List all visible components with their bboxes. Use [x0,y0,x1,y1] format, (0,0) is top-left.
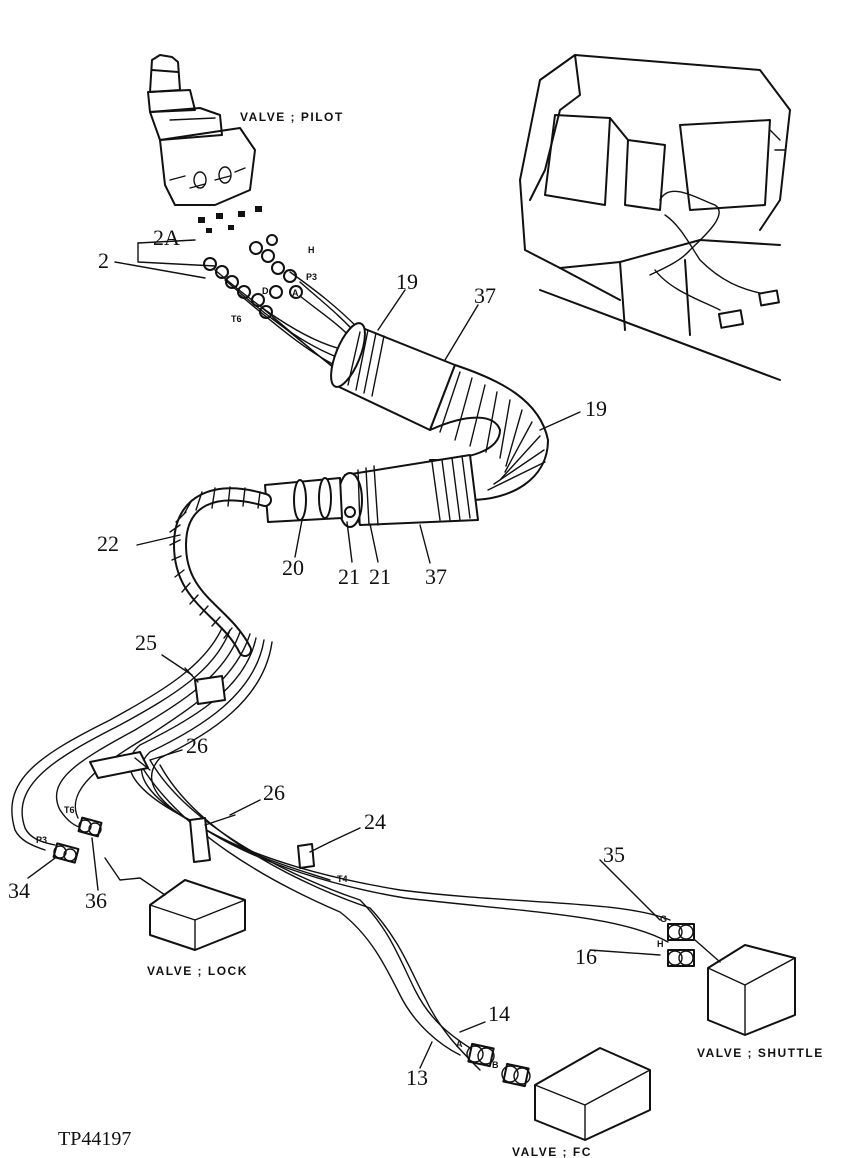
clamp-26-upper [89,751,151,779]
valve-shuttle-block [694,939,796,1036]
port-label-p3-top: P3 [306,272,317,282]
callout-21-b: 21 [369,564,391,589]
callout-21-a: 21 [338,564,360,589]
callout-26-b: 26 [263,780,285,805]
fitting-34 [52,842,80,864]
callout-35: 35 [603,842,625,867]
callout-25: 25 [135,630,157,655]
port-label-a-bottom: A [456,1039,463,1049]
port-label-h-top: H [308,245,315,255]
clamp-assembly-20 [264,477,356,523]
callout-37-top: 37 [474,283,496,308]
callout-37-bottom: 37 [425,564,447,589]
port-label-d-top: D [262,286,269,296]
clamp-26-lower [189,814,236,863]
leader-lines [27,239,661,1069]
figure-code: TP44197 [58,1128,131,1150]
port-label-h-bottom: H [657,939,664,949]
callout-22: 22 [97,531,119,556]
lower-hose-bundle [11,627,671,1071]
fittings-shuttle-g-h [667,923,695,967]
callout-20: 20 [282,555,304,580]
pilot-valve-illustration [147,54,262,233]
callout-2: 2 [98,248,109,273]
clamp-25 [184,667,226,705]
port-label-t6-bottom: T6 [64,805,75,815]
port-label-t4: T4 [337,874,348,884]
callout-19-top: 19 [396,269,418,294]
callout-2a: 2A [153,225,180,250]
port-label-a-top: A [292,288,299,298]
fittings-fc-a-b [466,1042,531,1088]
callout-24: 24 [364,809,386,834]
callout-16: 16 [575,944,597,969]
callout-19-right: 19 [585,396,607,421]
port-label-g: G [660,914,667,924]
port-label-b-bottom: B [492,1060,499,1070]
callout-36: 36 [85,888,107,913]
callout-13: 13 [406,1065,428,1090]
valve-shuttle-label: VALVE ; SHUTTLE [697,1046,824,1060]
callout-26-a: 26 [186,733,208,758]
valve-fc-block [534,1047,651,1141]
callout-34: 34 [8,878,30,903]
port-label-p3-bottom: P3 [36,835,47,845]
excavator-cab-illustration [519,54,791,381]
clamp-24 [297,841,331,869]
valve-pilot-label: VALVE ; PILOT [240,110,344,124]
port-label-t6-top: T6 [231,314,242,324]
spiral-wrapped-hose-22 [169,486,272,657]
fitting-36 [77,816,103,838]
valve-fc-label: VALVE ; FC [512,1145,592,1158]
callout-14: 14 [488,1001,510,1026]
lower-protective-sleeve [337,454,479,528]
valve-lock-label: VALVE ; LOCK [147,964,248,978]
valve-lock-block [104,857,246,951]
